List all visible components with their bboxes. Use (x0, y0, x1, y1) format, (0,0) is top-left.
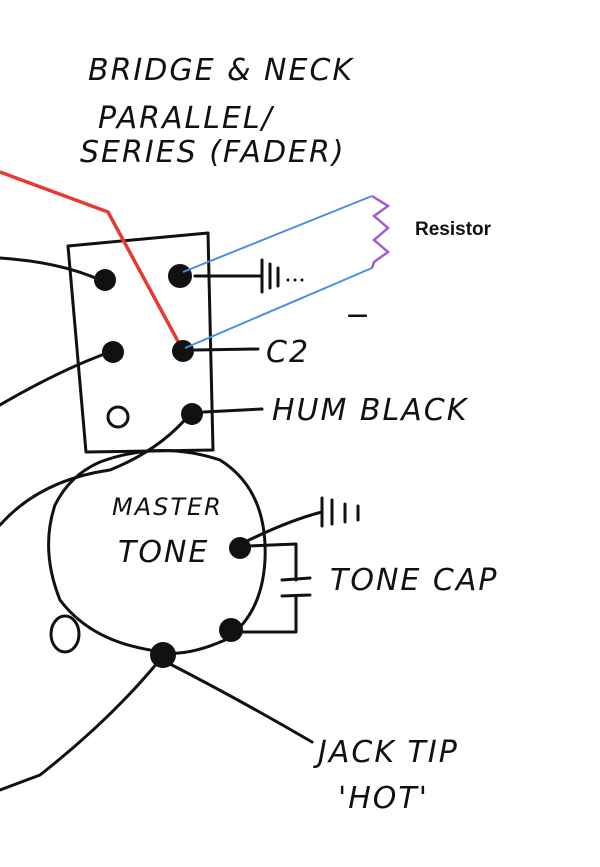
wire-mid-left (0, 350, 112, 407)
tone-cap-label: TONE CAP (330, 563, 498, 598)
switch-terminal-1 (94, 269, 116, 291)
switch-terminal-2 (168, 264, 192, 288)
switch-terminal-6 (181, 403, 203, 425)
title-line-1: BRIDGE & NECK (88, 53, 354, 88)
wire-to-jack-tip (168, 662, 314, 744)
wire-to-jack-left (0, 660, 160, 792)
switch-terminal-4 (172, 340, 194, 362)
wire-top-left (0, 256, 102, 282)
wire-hum (0, 412, 192, 527)
resistor-icon (370, 194, 391, 269)
pot-label-1: MASTER (112, 493, 223, 521)
resistor-label: Resistor (415, 219, 492, 240)
c2-wire (193, 347, 260, 352)
jack-label-2: 'HOT' (338, 781, 429, 816)
c2-label: C2 (266, 335, 310, 370)
hum-label: HUM BLACK (272, 393, 469, 428)
hum-wire (202, 407, 264, 414)
master-tone-pot (47, 449, 267, 655)
tone-capacitor-icon (240, 542, 312, 634)
c2-minus: − (345, 298, 372, 333)
red-wire (0, 170, 182, 346)
title-line-3: SERIES (FADER) (80, 135, 346, 170)
pot-ground-icon (243, 496, 360, 544)
switch-body (66, 231, 215, 454)
switch-terminal-5-open (106, 405, 130, 429)
pot-terminal-left-open (49, 614, 81, 654)
switch-terminal-3 (102, 341, 124, 363)
pot-label-2: TONE (118, 535, 209, 570)
blue-wires (182, 195, 373, 349)
ground-icon (193, 258, 304, 294)
title-line-2: PARALLEL/ (98, 101, 275, 136)
jack-label-1: JACK TIP (313, 735, 459, 770)
pot-terminal-right (219, 618, 243, 642)
